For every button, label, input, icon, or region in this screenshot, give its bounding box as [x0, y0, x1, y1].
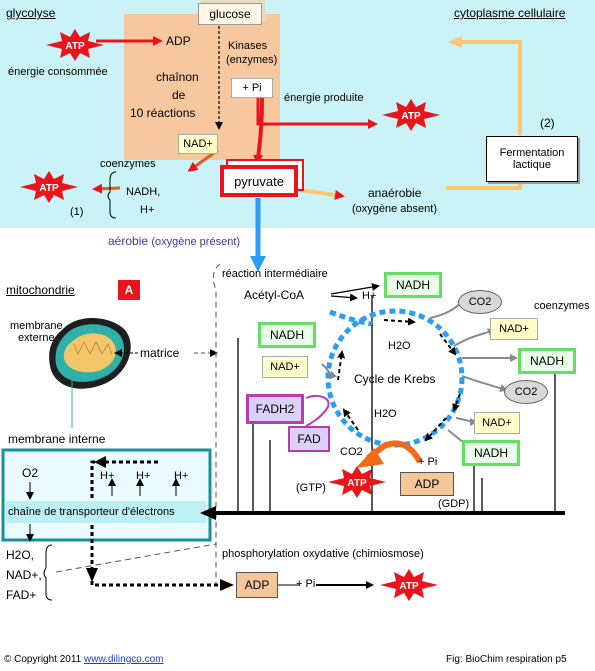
copyright: © Copyright 2011 www.dilingco.com	[4, 654, 164, 665]
acetyl-coa-label: Acétyl-CoA	[244, 288, 305, 302]
adp-label: ADP	[166, 34, 191, 48]
atp-star-icon: ATP	[380, 569, 438, 601]
krebs-cycle-label: Cycle de Krebs	[354, 372, 436, 386]
fadh2-box: FADH2	[246, 394, 304, 424]
fad-box: FAD	[288, 426, 330, 452]
step-one-label: (1)	[70, 206, 84, 218]
adp-box-2: ADP	[236, 572, 278, 598]
hplus-label-2: H+	[136, 470, 151, 482]
membrane-interne-label: membrane interne	[8, 432, 106, 446]
co2-oval-2: CO2	[504, 380, 548, 404]
adp-box-1: ADP	[400, 472, 454, 496]
svg-text:ATP: ATP	[65, 41, 85, 52]
pi-label-gtp: + Pi	[418, 456, 438, 468]
svg-text:ATP: ATP	[347, 478, 367, 489]
energie-consommee-label: énergie consommée	[8, 66, 108, 78]
nadh-box-1: NADH	[384, 272, 442, 298]
atp-star-icon: ATP	[20, 171, 78, 203]
nad-box-2: NAD+	[490, 318, 538, 340]
hplus-label-1: H+	[100, 470, 115, 482]
membrane-externe-label: membrane externe	[10, 320, 63, 344]
nadh-box-4: NADH	[462, 440, 520, 466]
pyruvate-box: pyruvate	[220, 165, 298, 197]
energie-produite-label: énergie produite	[284, 92, 364, 104]
reactions-label: 10 réactions	[130, 106, 196, 120]
o2-label: O2	[22, 466, 39, 480]
h2o-label-1: H2O	[388, 340, 411, 352]
hplus-label-3: H+	[174, 470, 189, 482]
nad-box-1: NAD+	[262, 356, 308, 378]
h2o-label-2: H2O	[374, 408, 397, 420]
title-glycolyse: glycolyse	[6, 6, 56, 20]
atp-star-icon: ATP	[328, 466, 386, 498]
title-mitochondrie: mitochondrie	[6, 283, 75, 297]
title-cytoplasme: cytoplasme cellulaire	[454, 6, 566, 20]
reaction-intermediaire-label: réaction intermédiaire	[222, 268, 328, 280]
nad-box-top: NAD+	[178, 134, 218, 154]
h2o-output-label: H2O,	[6, 548, 35, 562]
anaerobie-label: anaérobie	[368, 186, 422, 200]
atp-star-icon: ATP	[382, 99, 440, 131]
enzymes-label: (enzymes)	[226, 54, 278, 66]
nad-output-label: NAD+,	[6, 568, 42, 582]
gtp-label: (GTP)	[296, 482, 326, 494]
fad-output-label: FAD+	[6, 588, 37, 602]
hplus-label-top: H+	[140, 204, 155, 216]
mitochondrion-icon	[49, 317, 131, 389]
atp-star-icon: ATP	[46, 29, 104, 61]
pi-box: + Pi	[231, 78, 273, 98]
figure-caption: Fig: BioChim respiration p5	[446, 654, 567, 665]
co2-oval-1: CO2	[458, 290, 502, 314]
nadh-box-3: NADH	[518, 348, 576, 374]
de-label: de	[172, 88, 186, 102]
svg-text:ATP: ATP	[39, 183, 59, 194]
matrice-label: matrice	[140, 346, 180, 360]
oxygene-absent-label: (oxygène absent)	[352, 203, 437, 215]
electron-transport-chain-label: chaîne de transporteur d'électrons	[8, 506, 175, 518]
co2-label: CO2	[340, 446, 363, 458]
step-two-label: (2)	[540, 116, 555, 130]
fermentation-box: Fermentation lactique	[486, 136, 578, 182]
website-link[interactable]: www.dilingco.com	[84, 654, 164, 665]
coenzymes-label-bottom: coenzymes	[534, 300, 590, 312]
aerobie-label: aérobie (oxygène présent)	[108, 234, 241, 248]
pi-label-bottom: + Pi	[296, 578, 316, 590]
coenzymes-label-top: coenzymes	[100, 158, 156, 170]
nadh-box-2: NADH	[258, 322, 316, 348]
hplus-acetyl-label: H+	[362, 290, 377, 302]
svg-text:ATP: ATP	[401, 111, 421, 122]
nad-box-3: NAD+	[474, 412, 520, 434]
nadh-label-top: NADH,	[126, 186, 161, 198]
chainon-label: chaînon	[156, 70, 199, 84]
svg-text:ATP: ATP	[399, 581, 419, 592]
gdp-label: (GDP)	[438, 498, 470, 510]
phosphorylation-label: phosphorylation oxydative (chimiosmose)	[222, 548, 424, 560]
kinases-label: Kinases	[228, 40, 268, 52]
glucose-box: glucose	[198, 3, 262, 25]
badge-a: A	[118, 280, 140, 300]
